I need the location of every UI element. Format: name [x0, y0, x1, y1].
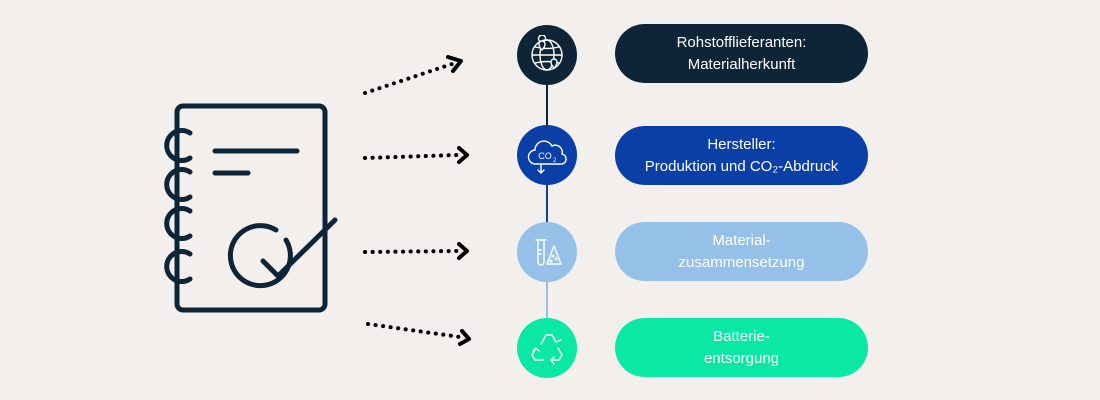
co2-icon-subscript: 2 — [553, 158, 557, 164]
material-node — [517, 222, 577, 282]
recycle-icon — [531, 334, 563, 365]
pill-line-1: Rohstofflieferanten: — [676, 33, 807, 51]
pill-line-1: Material- — [712, 231, 771, 249]
co2-icon-text: CO — [538, 151, 552, 161]
pill-line-2: zusammensetzung — [678, 253, 805, 271]
dotted-arrows — [363, 55, 471, 346]
connector-line — [546, 282, 548, 318]
pill-line-2: entsorgung — [703, 349, 780, 367]
label-pill-materialzusammensetzung: Material- zusammensetzung — [615, 222, 868, 281]
dotted-arrow-icon — [363, 62, 454, 95]
dotted-arrow-icon — [366, 322, 462, 339]
dotted-arrow-icon — [363, 153, 460, 160]
dotted-arrow-icon — [363, 249, 460, 254]
recycle-node — [517, 318, 577, 378]
connector-line — [546, 85, 548, 125]
label-pill-materialherkunft: Rohstofflieferanten: Materialherkunft — [615, 24, 868, 83]
pill-line-2: Materialherkunft — [687, 55, 796, 73]
globe-node — [517, 25, 577, 85]
test-tube-material-icon — [535, 239, 562, 266]
pill-line-1: Hersteller: — [707, 135, 776, 153]
co2-node: CO 2 — [517, 125, 577, 185]
pill-line-2: Produktion und CO₂-Abdruck — [644, 157, 839, 175]
label-pill-hersteller: Hersteller: Produktion und CO₂-Abdruck — [615, 126, 868, 185]
label-pill-batterieentsorgung: Batterie- entsorgung — [615, 318, 868, 377]
pill-line-1: Batterie- — [713, 327, 770, 345]
cloud-co2-icon: CO 2 — [527, 140, 567, 174]
globe-location-icon — [531, 35, 563, 71]
notebook-checkmark-icon — [164, 103, 338, 313]
connector-line — [546, 185, 548, 222]
